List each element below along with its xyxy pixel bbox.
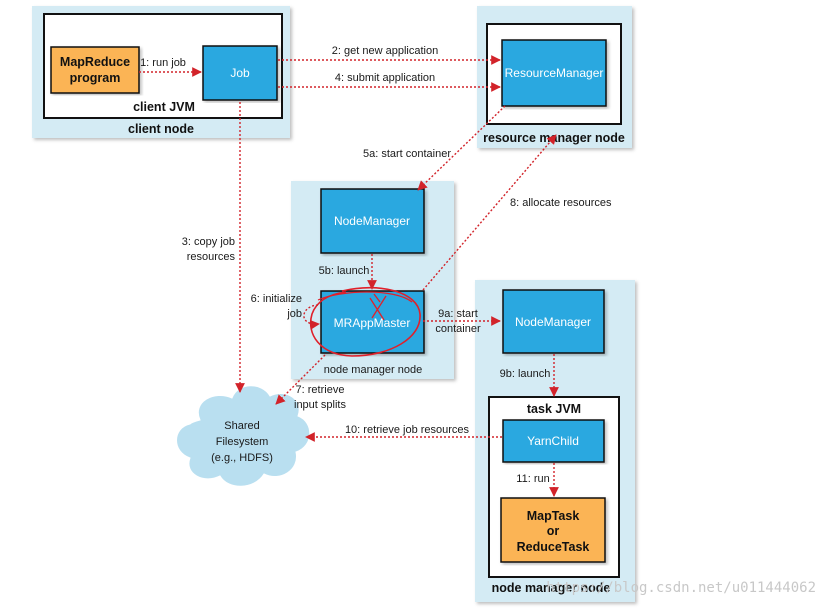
resource-manager-node: resource manager node ResourceManager [477,6,632,148]
node-manager-node-1-label: node manager node [324,364,422,376]
label-allocate-resources: 8: allocate resources [510,197,612,209]
shared-filesystem-cloud: Shared Filesystem (e.g., HDFS) [176,385,311,487]
label-launch-9b: 9b: launch [500,368,551,380]
label-initialize-job-2: job [286,308,302,320]
mapreduce-program-line1: MapReduce [60,55,130,69]
watermark: https://blog.csdn.net/u011444062 [546,580,816,596]
shared-fs-line2: Filesystem [216,436,269,448]
client-jvm-label: client JVM [133,100,195,114]
arrow-start-container-5a [417,105,506,191]
hand-drawn-circle-annotation [309,286,421,357]
resource-manager-box: ResourceManager [501,39,607,107]
label-retrieve-input-splits-1: 7: retrieve [296,384,345,396]
yarn-child-box: YarnChild [502,419,605,463]
node-manager-node-2: task JVM node manager node NodeManager Y… [475,280,635,602]
task-line3: ReduceTask [517,540,590,554]
task-jvm-label: task JVM [527,402,581,416]
mapreduce-program-line2: program [70,71,121,85]
shared-fs-line1: Shared [224,420,259,432]
yarn-child-label: YarnChild [527,434,579,448]
label-copy-job-resources-2: resources [187,251,236,263]
label-retrieve-input-splits-2: input splits [294,399,346,411]
node-manager-1-label: NodeManager [334,214,410,228]
label-initialize-job-1: 6: initialize [251,293,302,305]
shared-fs-line3: (e.g., HDFS) [211,452,273,464]
label-submit-application: 4: submit application [335,72,435,84]
resource-manager-label: ResourceManager [505,66,604,80]
job-box: Job [202,45,278,101]
node-manager-2-label: NodeManager [515,315,591,329]
arrow-retrieve-input-splits [275,354,326,405]
job-label: Job [230,66,250,80]
label-run-11: 11: run [516,473,549,485]
map-or-reduce-task-box: MapTask or ReduceTask [500,497,606,563]
label-get-new-application: 2: get new application [332,45,438,57]
edge-labels: 1: run job 2: get new application 4: sub… [140,45,612,485]
label-run-job: 1: run job [140,57,186,69]
label-start-container-9a-2: container [435,323,481,335]
mapreduce-program-box: MapReduce program [50,46,140,94]
client-node-label: client node [128,122,194,136]
label-copy-job-resources-1: 3: copy job [182,236,235,248]
label-retrieve-job-resources: 10: retrieve job resources [345,424,470,436]
node-manager-2-box: NodeManager [502,289,605,354]
task-line1: MapTask [527,509,580,523]
label-start-container-9a-1: 9a: start [438,308,478,320]
label-start-container-5a: 5a: start container [363,148,451,160]
node-manager-1-box: NodeManager [320,188,425,254]
client-node: client node client JVM MapReduce program… [32,6,290,138]
task-line2: or [547,524,560,538]
label-launch-5b: 5b: launch [319,265,370,277]
mr-app-master-label: MRAppMaster [334,316,411,330]
node-manager-node-2-label: node manager node [492,581,611,595]
